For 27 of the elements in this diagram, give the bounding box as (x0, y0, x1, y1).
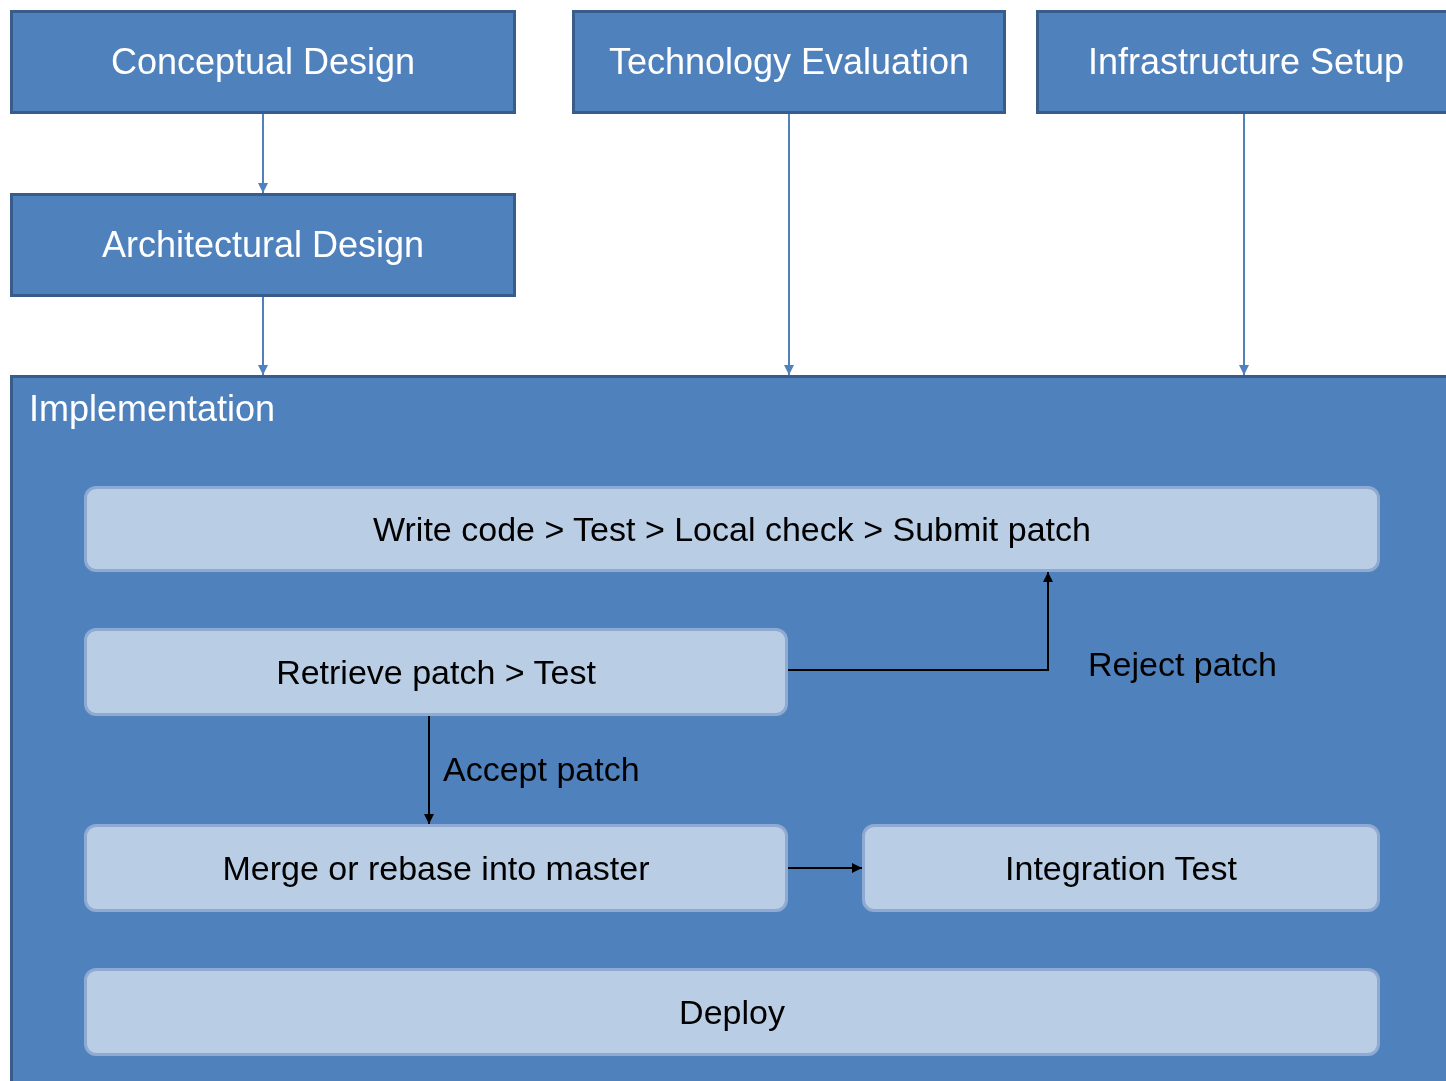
box-label: Technology Evaluation (608, 41, 970, 83)
process-box (10, 10, 516, 114)
box-label: Retrieve patch > Test (276, 652, 596, 692)
box-label: Write code > Test > Local check > Submit patch (373, 509, 1091, 549)
process-box (572, 10, 1006, 114)
container-title: Implementation (29, 388, 276, 430)
arrow (258, 113, 268, 194)
process-box (84, 968, 1380, 1056)
box-label: Architectural Design (101, 224, 425, 266)
container-panel (10, 375, 1446, 1081)
arrow (787, 571, 1053, 671)
process-box (84, 628, 788, 716)
arrow (1239, 113, 1249, 376)
box-label: Merge or rebase into master (222, 848, 650, 888)
box-label: Conceptual Design (110, 41, 416, 83)
process-box (10, 193, 516, 297)
arrow (424, 715, 434, 825)
process-box (84, 824, 788, 912)
box-label: Infrastructure Setup (1087, 41, 1405, 83)
arrow (258, 296, 268, 376)
process-box (862, 824, 1380, 912)
arrow (784, 113, 794, 376)
arrow (787, 863, 863, 873)
box-label: Deploy (679, 992, 785, 1032)
box-label: Integration Test (1005, 848, 1237, 888)
process-box (84, 486, 1380, 572)
process-box (1036, 10, 1446, 114)
